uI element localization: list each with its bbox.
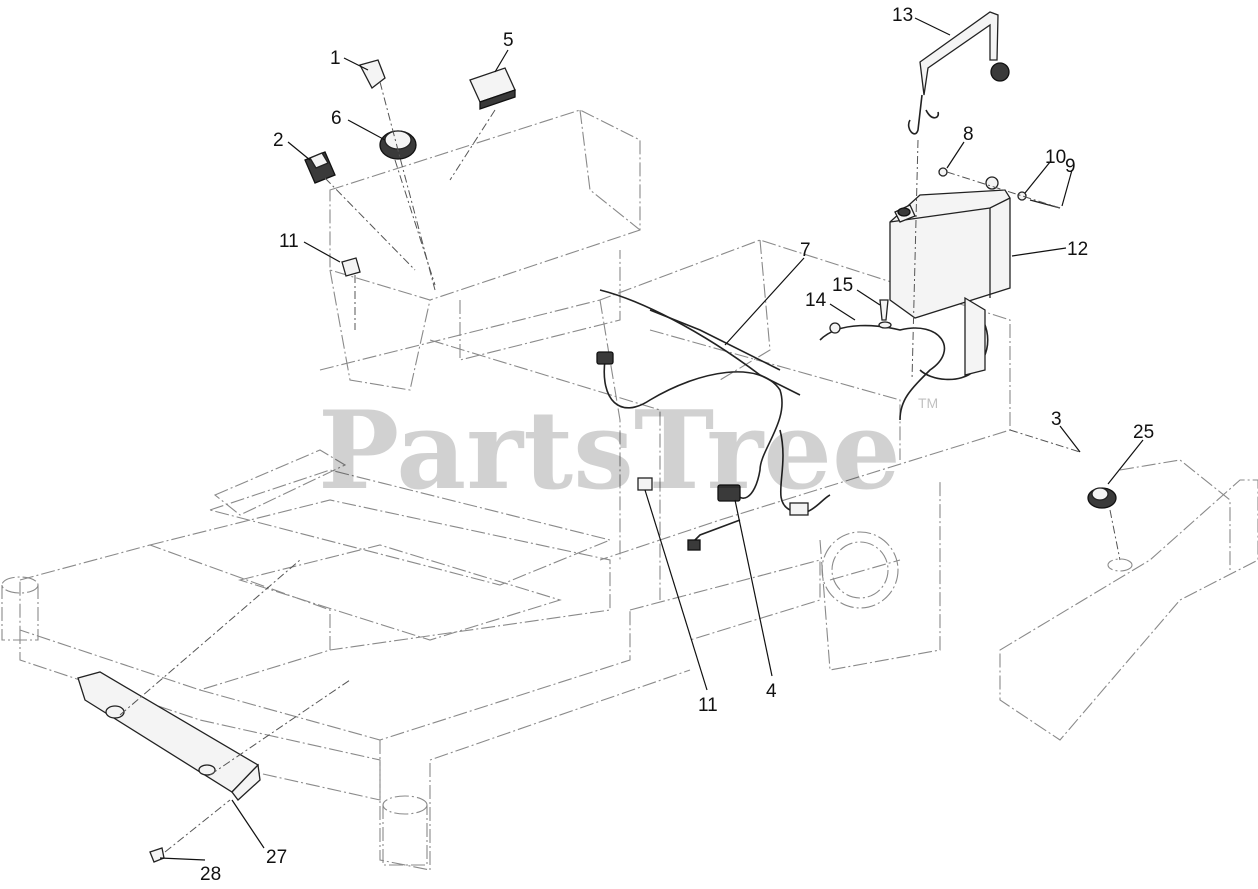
callout-3: 3 bbox=[1051, 409, 1062, 430]
callout-8: 8 bbox=[963, 124, 974, 145]
callout-1: 1 bbox=[330, 48, 341, 69]
front-plate-assembly bbox=[77, 671, 261, 863]
callout-11a: 11 bbox=[279, 231, 299, 252]
callout-25: 25 bbox=[1133, 422, 1154, 443]
callout-6: 6 bbox=[331, 108, 342, 129]
key-part bbox=[359, 59, 386, 89]
callout-9: 9 bbox=[1065, 156, 1076, 177]
callout-leaders bbox=[159, 17, 1144, 861]
hour-meter-part bbox=[469, 67, 516, 110]
watermark-text: PartsTree bbox=[318, 388, 901, 514]
callout-10: 10 bbox=[1045, 147, 1066, 168]
battery-assembly bbox=[878, 11, 1061, 376]
watermark: PartsTree TM bbox=[318, 388, 938, 514]
callout-labels: 1 5 6 2 11 13 8 10 9 12 7 15 14 3 25 11 … bbox=[200, 5, 1154, 885]
callout-5: 5 bbox=[503, 30, 514, 51]
chassis-frame bbox=[1, 109, 1258, 871]
assembly-lines bbox=[119, 81, 1121, 853]
watermark-trademark: TM bbox=[918, 395, 938, 411]
callout-4: 4 bbox=[766, 681, 777, 702]
callout-7: 7 bbox=[800, 240, 811, 261]
seat-switch-part bbox=[1087, 487, 1117, 509]
plug-part bbox=[341, 257, 361, 277]
callout-13: 13 bbox=[892, 5, 913, 26]
console-parts bbox=[304, 59, 1117, 509]
callout-11b: 11 bbox=[698, 695, 718, 716]
wire-harness bbox=[596, 289, 989, 551]
callout-12: 12 bbox=[1067, 239, 1088, 260]
callout-28: 28 bbox=[200, 864, 221, 885]
callout-15: 15 bbox=[832, 275, 853, 296]
pto-switch-part bbox=[304, 151, 336, 184]
ignition-switch-part bbox=[379, 130, 417, 160]
callout-2: 2 bbox=[273, 130, 284, 151]
callout-14: 14 bbox=[805, 290, 827, 311]
callout-27: 27 bbox=[266, 847, 287, 868]
